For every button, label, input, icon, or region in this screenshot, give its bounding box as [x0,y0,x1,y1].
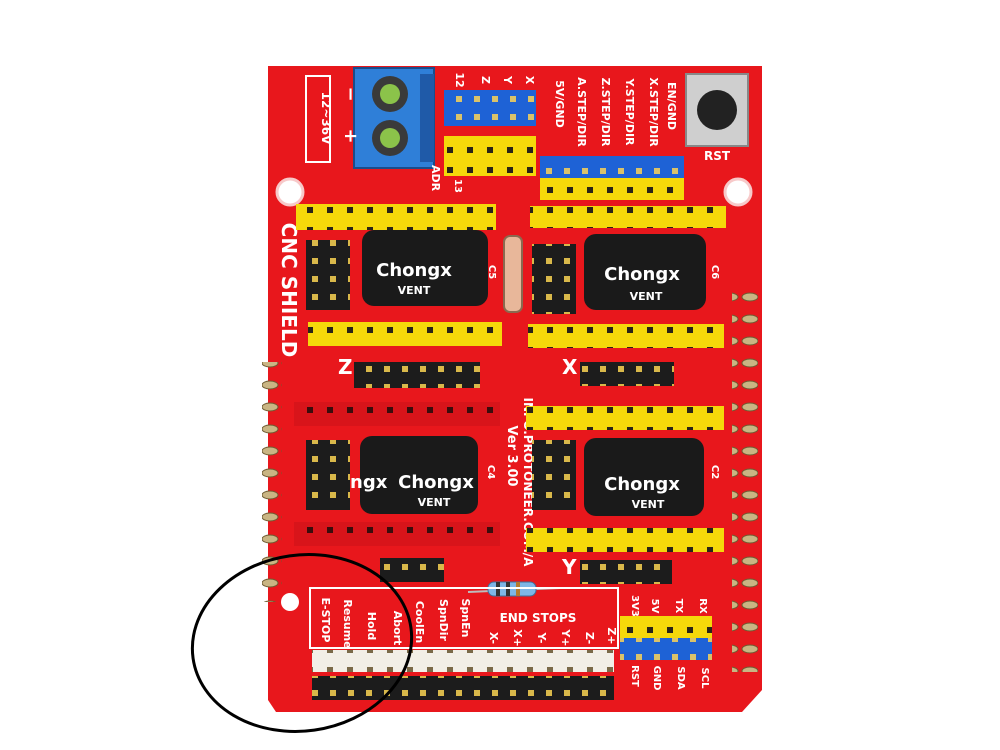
axis-label: Y [501,75,514,85]
control-label: Hold [365,612,378,640]
capacitor-ref: C2 [709,465,720,479]
endstop-label: X- [487,632,500,644]
driver-jumper-row [580,560,672,584]
power-plus-label: + [340,128,361,143]
driver-socket-bottom [528,324,724,348]
capacitor-brand: Chongx [604,264,680,285]
capacitor-marking: VENT [418,496,451,509]
axis-clone-header-yellow [444,136,536,176]
left-edge-pins [262,362,282,602]
endstop-header-black [312,676,614,700]
i2c-top-label: RX [697,598,708,614]
driver-socket-top [296,204,496,230]
i2c-header-blue [620,638,712,660]
axis-clone-header-blue [444,90,536,126]
driver-jumper-row [580,362,674,386]
microstep-jumpers [532,244,576,314]
power-terminal [353,67,435,169]
pin-legend-item: EN/GND [665,82,678,130]
mounting-hole [281,593,299,611]
i2c-bottom-label: SDA [675,666,686,690]
capacitor-ref: C4 [485,465,496,479]
capacitor-brand: Chongx [398,472,474,493]
i2c-bottom-label: GND [651,666,662,691]
pin-legend-item: A.STEP/DIR [575,77,588,147]
annotation-ellipse [190,553,414,733]
driver-jumper-row [380,558,444,582]
microstep-jumpers [532,440,576,510]
capacitor: Chongx VENT [584,234,706,310]
endstop-header-white [312,650,614,672]
fuse [503,235,523,313]
driver-socket-bottom [526,528,724,552]
control-label: Abort [391,611,404,646]
i2c-top-label: TX [673,599,684,614]
capacitor-brand: Chongx [604,474,680,495]
control-label: SpnEn [459,599,472,638]
driver-socket-bottom [294,522,500,546]
capacitor-marking: VENT [630,290,663,303]
i2c-bottom-label: SCL [699,668,710,690]
driver-socket-top [294,402,500,426]
driver-label: Z [338,355,353,379]
control-label: SpnDir [437,599,450,642]
capacitor: ngx Chongx VENT [350,436,478,514]
driver-jumper-row [354,362,480,388]
driver-socket-top [526,406,724,430]
pin-legend-item: X.STEP/DIR [647,77,660,147]
board-name: CNC SHIELD [277,223,301,358]
endstop-label: Z- [583,632,596,644]
capacitor-marking: VENT [398,284,431,297]
url-label: INFO.PROTONEER.COM/A [521,398,535,568]
control-label: Resume [341,599,354,648]
control-label-box [309,587,619,649]
power-labels: 12~36V − + [305,75,361,163]
power-minus-label: − [340,86,361,101]
capacitor: Chongx VENT [584,438,704,516]
reset-label: RST [704,149,731,163]
capacitor-partial: ngx [350,472,388,493]
control-label: CoolEn [413,601,426,643]
axis-label: X [523,76,536,85]
endstop-label: Y+ [559,628,572,646]
version-label: Ver 3.00 [504,425,519,486]
capacitor-ref: C6 [709,265,720,279]
right-edge-pins [732,282,758,672]
mounting-hole [275,177,305,207]
capacitor-brand: Chongx [376,260,452,281]
axis-bottom-label: 13 [452,179,463,193]
i2c-bottom-label: RST [629,665,640,687]
endstop-label: Y- [535,632,548,644]
i2c-top-label: 3V3 [629,595,640,617]
driver-label: X [562,355,578,379]
mounting-hole [723,177,753,207]
capacitor-marking: VENT [632,498,665,511]
endstop-label: X+ [511,629,524,647]
legend-header-blue [540,156,684,178]
microstep-jumpers [306,440,350,510]
pin-legend-item: Y.STEP/DIR [623,77,636,146]
capacitor: Chongx VENT [362,230,488,306]
driver-socket-top [530,206,726,228]
pin-legend-item: Z.STEP/DIR [599,78,612,147]
reset-button[interactable] [685,73,749,147]
i2c-top-label: 5V [649,599,660,614]
axis-label: Z [479,76,492,84]
microstep-jumpers [306,240,350,310]
driver-label: Y [561,555,577,579]
pin-legend-item: 5V/GND [553,80,566,128]
endstop-label: Z+ [605,627,618,644]
driver-socket-bottom [308,322,502,346]
legend-header-yellow [540,178,684,200]
capacitor-ref: C5 [486,265,497,279]
end-stops-title: END STOPS [500,611,577,625]
adr-label: ADR [429,165,442,192]
power-voltage-label: 12~36V [319,92,333,145]
control-label: E-STOP [319,598,332,643]
axis-label: 12 [453,72,466,87]
pin-legend: EN/GND X.STEP/DIR Y.STEP/DIR Z.STEP/DIR … [553,77,678,147]
i2c-header-yellow [620,616,712,638]
